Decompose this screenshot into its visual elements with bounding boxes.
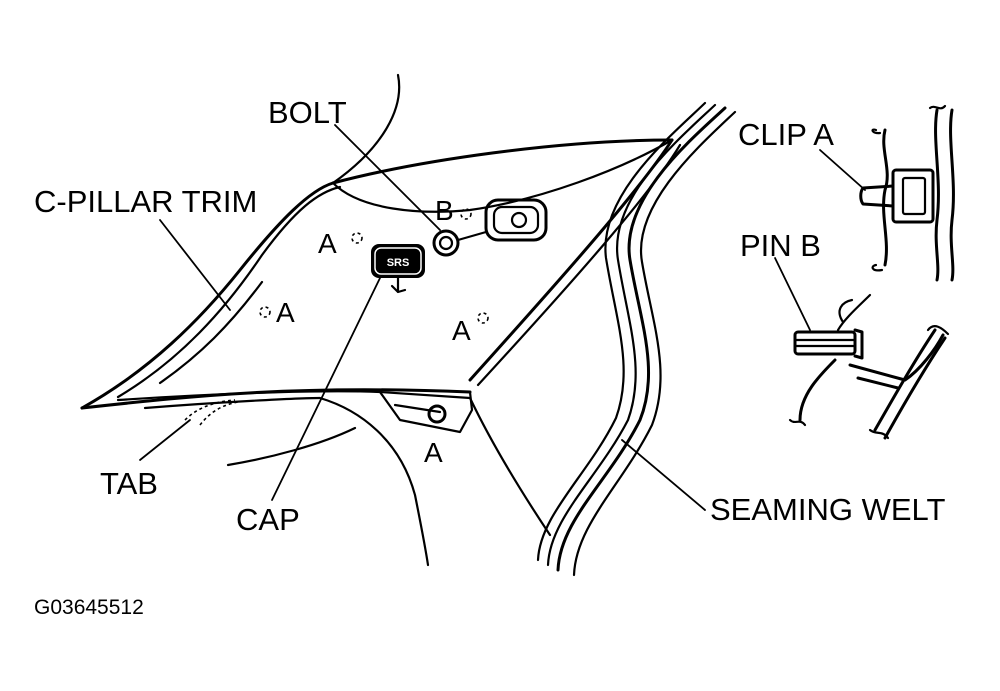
bolt-label: BOLT [268, 95, 347, 130]
pin-b-detail [788, 293, 950, 440]
srs-text: SRS [387, 257, 410, 269]
pin-marker-b: B [435, 195, 454, 226]
clip-markers [259, 208, 489, 424]
clip-a-detail [859, 104, 955, 282]
clip-a-label: CLIP A [738, 117, 834, 152]
c-pillar-trim-label: C-PILLAR TRIM [34, 184, 257, 219]
tab-label: TAB [100, 466, 158, 501]
seaming-welt-strip [536, 101, 737, 577]
figure-code: G03645512 [34, 596, 144, 619]
cap-label: CAP [236, 502, 300, 537]
seaming-welt-label: SEAMING WELT [710, 492, 945, 527]
leader-lines [139, 124, 866, 511]
clip-marker-a-3: A [452, 315, 471, 346]
clip-marker-a-4: A [424, 437, 443, 468]
pin-b-label: PIN B [740, 228, 821, 263]
bolt-assembly [432, 198, 548, 257]
srs-cap-badge: SRS [371, 244, 425, 294]
clip-marker-a-1: A [318, 228, 337, 259]
c-pillar-trim-panel [80, 73, 682, 567]
clip-marker-a-2: A [276, 297, 295, 328]
